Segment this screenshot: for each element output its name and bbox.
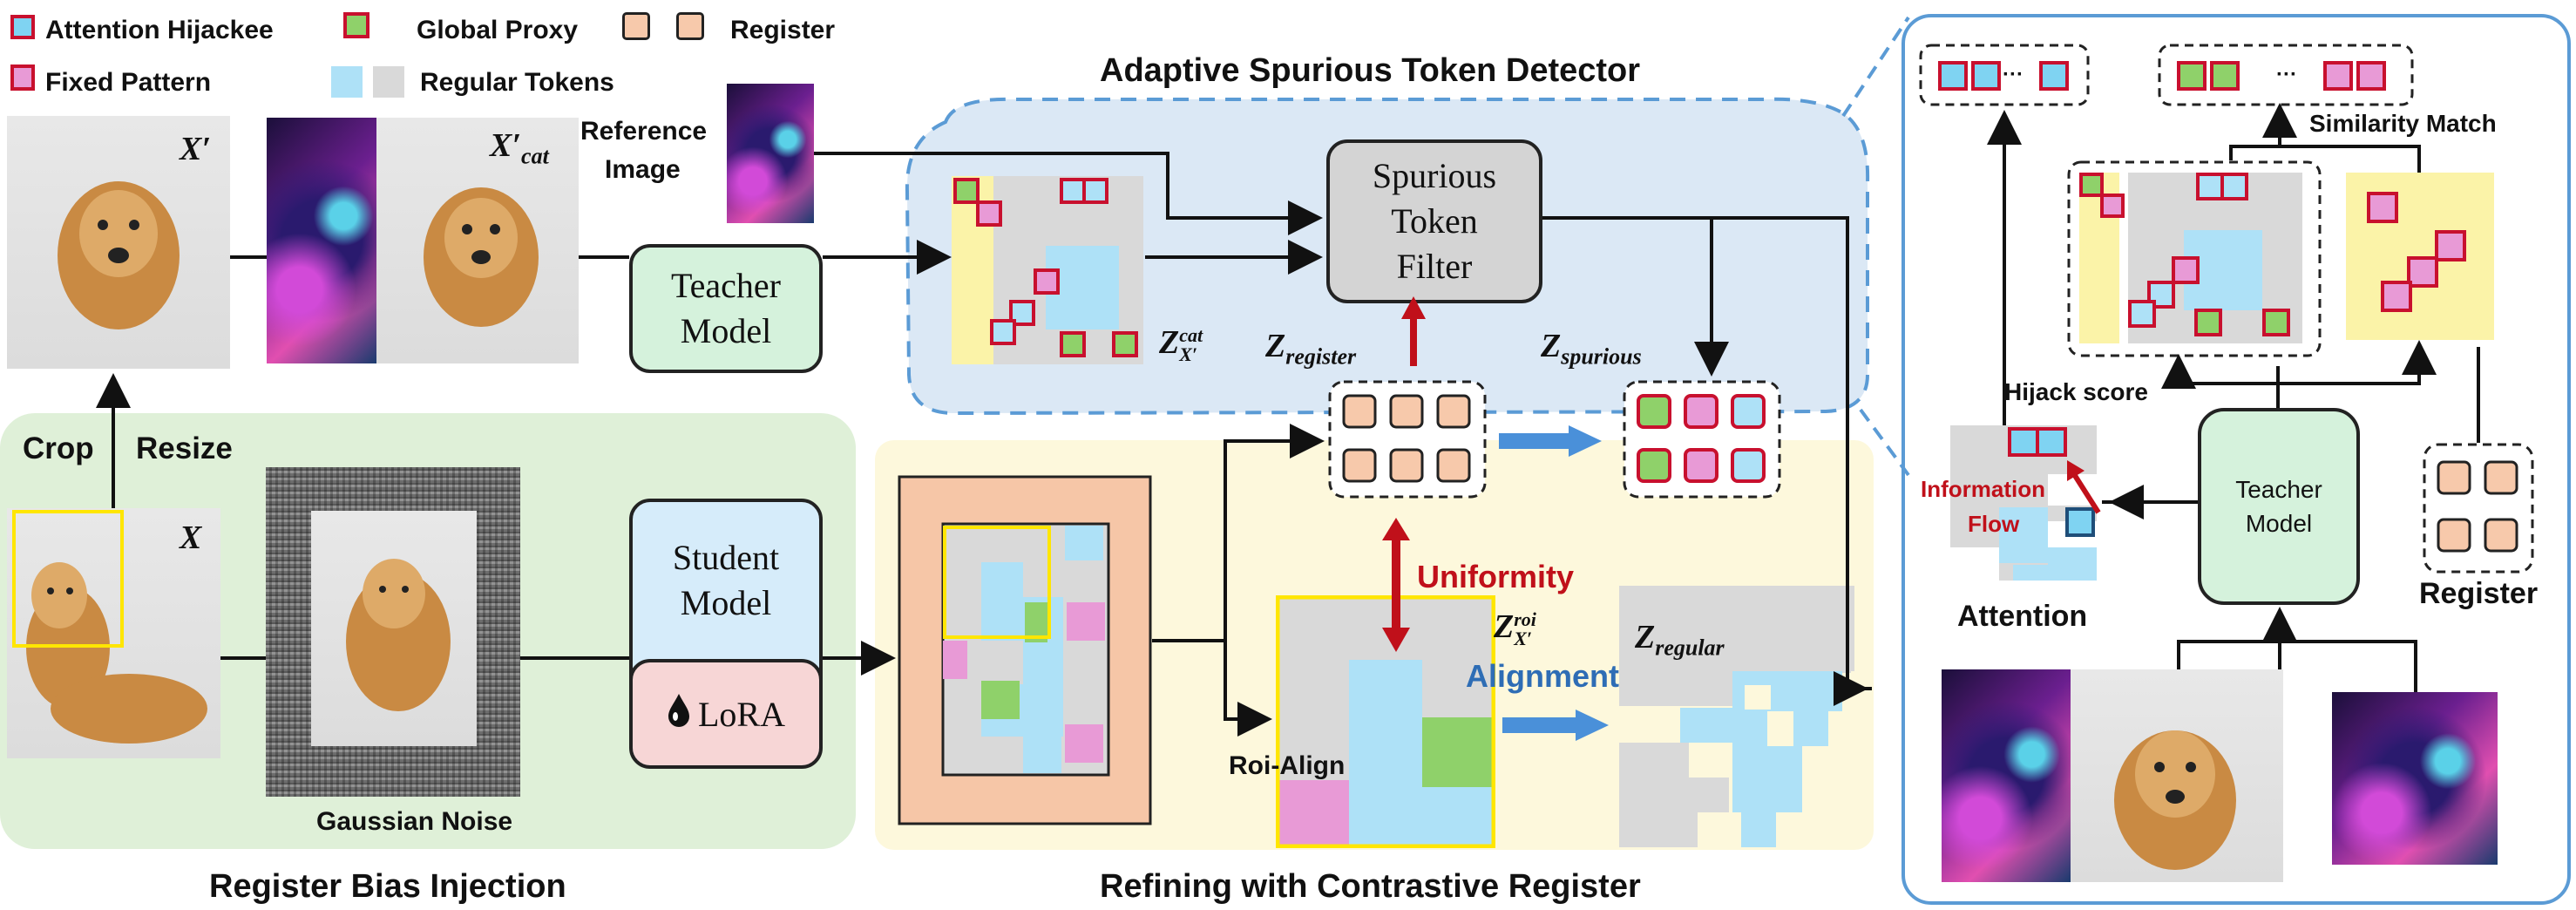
crop-box: [12, 510, 124, 648]
right-teacher-model-box: Teacher Model: [2198, 408, 2360, 605]
roi-feature-map: [1276, 595, 1495, 848]
legend-fixed-pattern-swatch: [10, 65, 35, 91]
information-label: Information: [1921, 476, 2045, 502]
right-input-dog: [2071, 669, 2283, 882]
right-input-reference-crop: [1942, 669, 2071, 882]
teacher-line-1: Teacher: [671, 266, 781, 305]
alignment-label: Alignment: [1466, 658, 1619, 694]
student-line-1: Student: [672, 538, 780, 577]
legend-attention-hijackee-swatch: [10, 15, 35, 39]
reference-crop-image: [267, 118, 376, 363]
student-line-2: Model: [680, 583, 772, 622]
ellipsis-1: ···: [2003, 63, 2024, 86]
right-teacher-line-1: Teacher: [2235, 475, 2322, 503]
flow-label: Flow: [1968, 511, 2020, 537]
attention-label: Attention: [1957, 600, 2088, 633]
right-register-label: Register: [2419, 577, 2539, 610]
filter-line-3: Filter: [1396, 247, 1473, 286]
crop-label: Crop: [23, 431, 94, 465]
right-pattern-grid: [2346, 173, 2494, 340]
uniformity-label: Uniformity: [1417, 559, 1574, 594]
filter-line-2: Token: [1391, 201, 1478, 241]
register-token-group: [1328, 380, 1487, 499]
filter-line-1: Spurious: [1372, 156, 1497, 195]
refining-title: Refining with Contrastive Register: [1100, 868, 1641, 905]
legend-regular-tokens-label: Regular Tokens: [420, 68, 614, 97]
student-feature-map: [898, 475, 1152, 825]
z-spurious-label: Zspurious: [1541, 328, 1642, 370]
z-cat-token-grid: [952, 176, 1143, 364]
gaussian-noise-image: [266, 467, 520, 797]
teacher-model-box: Teacher Model: [629, 244, 823, 373]
legend-fixed-pattern-label: Fixed Pattern: [45, 68, 212, 97]
spurious-token-filter-box: Spurious Token Filter: [1326, 139, 1542, 303]
roi-align-label: Roi-Align: [1229, 751, 1346, 780]
gaussian-noise-label: Gaussian Noise: [316, 807, 513, 836]
reference-image: [727, 84, 814, 223]
spurious-token-group: [1623, 380, 1781, 499]
teacher-line-2: Model: [680, 311, 772, 350]
legend-regular-swatch-blue: [331, 66, 363, 98]
detector-title: Adaptive Spurious Token Detector: [1100, 52, 1641, 89]
right-top-attention-tokens: [1919, 44, 2090, 106]
legend-global-proxy-swatch: [343, 12, 369, 38]
dog-image-x-prime: [7, 116, 230, 369]
similarity-match-label: Similarity Match: [2309, 110, 2497, 137]
right-teacher-line-2: Model: [2245, 510, 2313, 537]
reference-label: Reference: [580, 117, 708, 146]
dog-image-x-cat: [376, 118, 579, 363]
legend-register-swatch-1: [622, 12, 650, 40]
register-bias-injection-title: Register Bias Injection: [209, 868, 566, 905]
drop-icon: [667, 692, 691, 736]
attention-map: [1950, 425, 2097, 581]
lora-label: LoRA: [698, 694, 785, 734]
x-prime-label: X′: [180, 131, 212, 167]
lora-box: LoRA: [633, 659, 819, 765]
legend-attention-hijackee-label: Attention Hijackee: [45, 16, 274, 44]
x-label: X: [180, 520, 202, 556]
x-cat-label: X′cat: [490, 127, 549, 169]
resize-label: Resize: [136, 431, 233, 465]
z-regular-label: Zregular: [1635, 619, 1725, 661]
student-model-box: Student Model LoRA: [629, 499, 823, 769]
z-register-label: Zregister: [1265, 328, 1357, 370]
legend-regular-swatch-gray: [373, 66, 404, 98]
legend-register-label: Register: [730, 16, 836, 44]
legend-register-swatch-2: [676, 12, 704, 40]
right-teacher-token-grid: [2067, 160, 2322, 357]
ellipsis-2: ···: [2276, 63, 2297, 86]
right-register-group: [2423, 443, 2534, 574]
legend-global-proxy-label: Global Proxy: [417, 16, 579, 44]
right-reference-image: [2332, 692, 2498, 865]
hijack-score-label: Hijack score: [2004, 378, 2148, 405]
dog-image-x: [7, 508, 220, 758]
image-label: Image: [605, 155, 681, 184]
